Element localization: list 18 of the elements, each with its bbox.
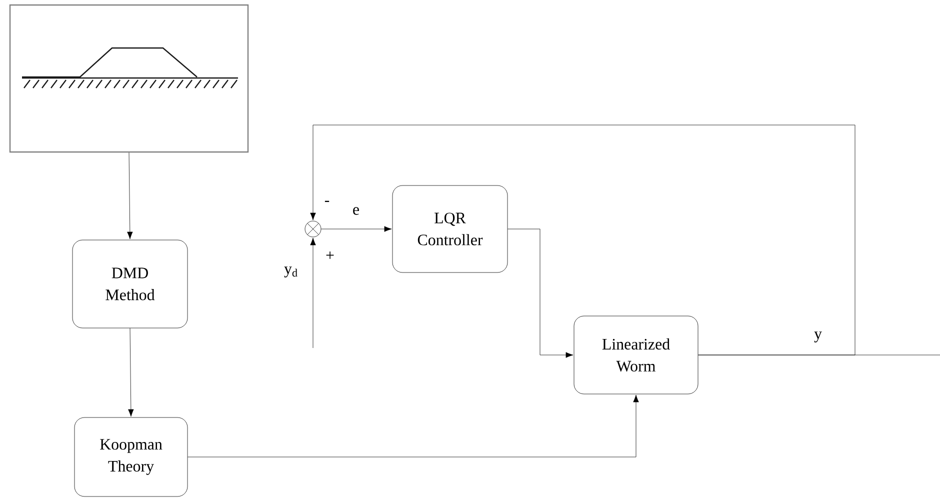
sign-label: -: [324, 200, 330, 202]
arrow: [188, 394, 639, 458]
arrow: [310, 124, 856, 356]
process-box: DMD Method: [72, 240, 188, 328]
picture-frame: [9, 4, 249, 153]
process-box: Linearized Worm: [574, 316, 698, 394]
summing-junction: [304, 220, 322, 238]
arrow: [310, 238, 316, 348]
process-box: LQR Controller: [392, 185, 508, 273]
edge-label: y$_{d}$: [282, 266, 300, 278]
process-box: Koopman Theory: [74, 417, 188, 497]
edge-label: y: [813, 330, 823, 344]
arrow: [127, 152, 133, 240]
arrow: [128, 328, 134, 417]
arrow: [321, 226, 392, 232]
edge-label: e: [351, 206, 361, 216]
sign-label: +: [326, 252, 334, 259]
arrow: [508, 228, 574, 358]
